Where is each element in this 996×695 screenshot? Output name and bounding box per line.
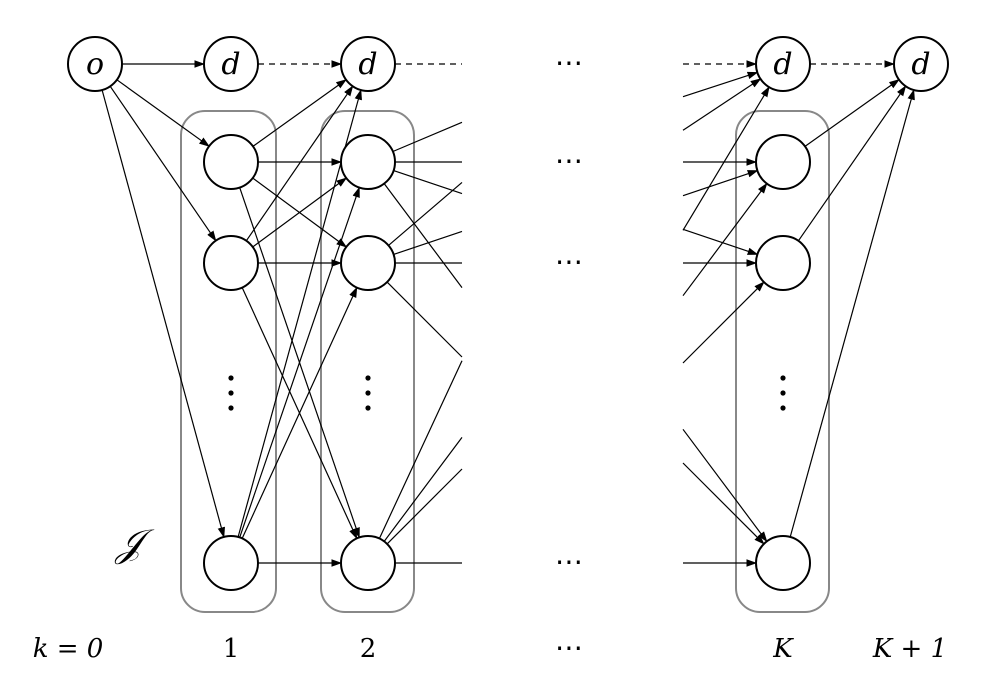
edge-into-stage-K	[682, 428, 768, 543]
stage-2-set-box	[320, 110, 415, 613]
edge-into-destination-K	[682, 78, 762, 131]
stage-K-set-box	[735, 110, 830, 613]
edge-origin-to-stage-1	[116, 79, 210, 147]
edge-origin-to-stage-1	[101, 89, 225, 539]
edge-stage-K-to-final-destination	[789, 88, 915, 538]
stage-K-node-1	[755, 134, 811, 190]
edge-into-stage-K	[682, 281, 765, 364]
stage-2-vertical-ellipsis	[365, 375, 371, 411]
stage-1-node-2	[203, 235, 259, 291]
edge-stage-2-to-next-destination	[388, 181, 463, 246]
edge-stage-1-to-destination	[252, 79, 347, 147]
edge-stage-2-outgoing	[383, 437, 463, 542]
edge-stage-2-outgoing	[393, 230, 463, 255]
edge-stage-1-to-stage-2	[239, 186, 360, 538]
edge-stage-1-to-stage-2	[252, 177, 348, 248]
stage-1-vertical-ellipsis	[228, 375, 234, 411]
stage-K-node-2	[755, 235, 811, 291]
stage-label-k0: k = 0	[33, 634, 104, 664]
edge-stage-2-outgoing	[393, 170, 463, 195]
edge-into-destination-K	[682, 71, 759, 98]
destination-node-stage-K-plus-1: d	[893, 36, 949, 92]
edge-stage-2-outgoing	[386, 281, 463, 358]
stage-K-node-last	[755, 535, 811, 591]
stage-1-node-last	[203, 535, 259, 591]
destination-node-stage-1: d	[203, 36, 259, 92]
destination-node-label: d	[221, 47, 240, 82]
destination-node-stage-K: d	[755, 36, 811, 92]
stage-2-node-last	[340, 535, 396, 591]
destination-node-stage-2: d	[340, 36, 396, 92]
edge-stage-2-outgoing	[383, 183, 463, 288]
ellipsis-row-last: ⋯	[555, 545, 585, 578]
ellipsis-row-destination: ⋯	[555, 46, 585, 79]
edge-stage-1-to-stage-2	[241, 286, 358, 539]
stage-2-node-1	[340, 134, 396, 190]
stage-1-node-1	[203, 134, 259, 190]
stage-label-K: K	[772, 634, 794, 664]
destination-node-label: d	[358, 47, 377, 82]
stage-2-node-2	[340, 235, 396, 291]
edge-stage-2-outgoing	[386, 468, 463, 545]
origin-node-label: o	[86, 47, 104, 82]
stage-label-2: 2	[360, 634, 377, 664]
edge-stage-K-to-final-destination	[804, 78, 900, 147]
edge-into-destination-K	[682, 86, 770, 231]
edge-stage-K-to-final-destination	[797, 85, 907, 242]
stage-label-1: 1	[223, 634, 240, 664]
origin-node: o	[67, 36, 123, 92]
ellipsis-row-1: ⋯	[555, 144, 585, 177]
edge-into-stage-K	[682, 182, 768, 297]
edge-into-stage-K	[682, 170, 759, 197]
edge-into-stage-K	[682, 462, 765, 545]
ellipsis-row-2: ⋯	[555, 245, 585, 278]
edge-stage-1-to-destination	[245, 85, 354, 242]
edge-origin-to-stage-1	[109, 85, 217, 242]
destination-node-label: d	[773, 47, 792, 82]
stage-label-dots: ⋯	[555, 631, 585, 664]
destination-node-label: d	[911, 47, 930, 82]
edge-stage-2-to-next-destination	[378, 360, 463, 539]
edges-layer	[101, 60, 915, 567]
edge-stage-2-to-next-destination	[392, 121, 463, 153]
stage-K-vertical-ellipsis	[780, 375, 786, 411]
stage-label-K-plus-1: K + 1	[872, 634, 947, 664]
set-label-J: 𝒥	[114, 521, 155, 565]
edge-into-stage-K	[682, 228, 759, 255]
